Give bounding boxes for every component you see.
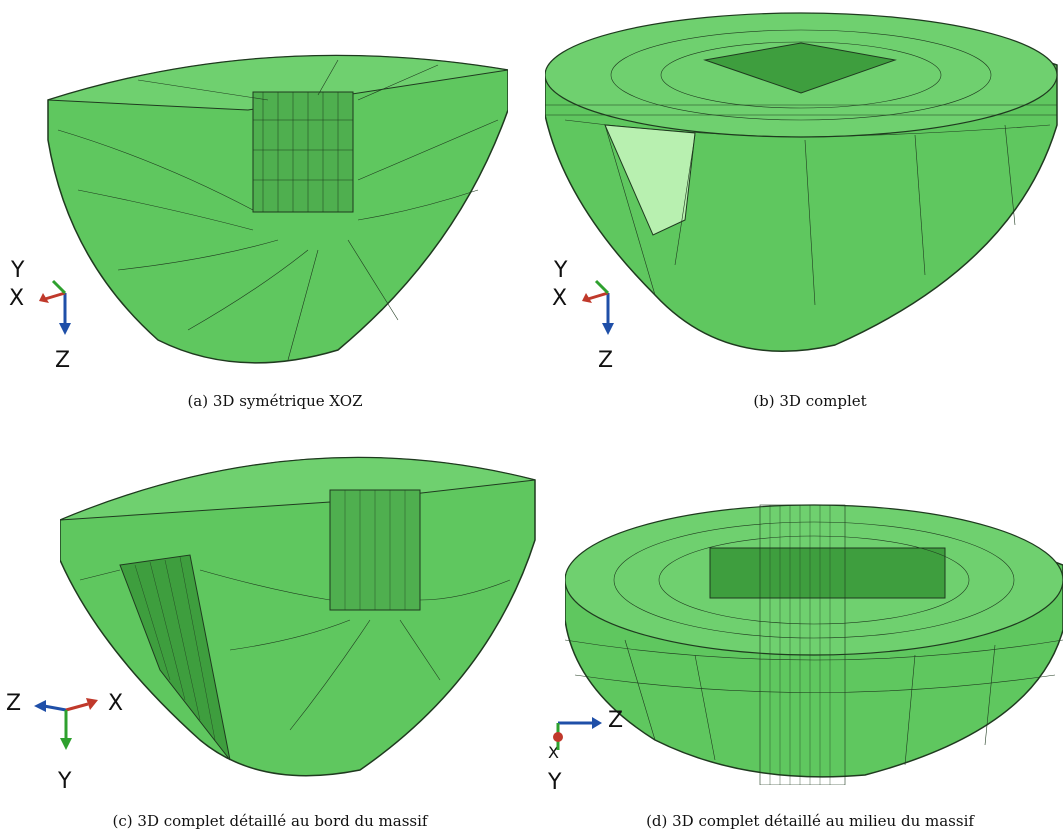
mesh-d	[565, 504, 1063, 785]
axis-triad-a: Y X Z	[5, 255, 95, 370]
axis-triad-c: Z X Y	[0, 680, 140, 792]
mesh-a	[47, 54, 508, 364]
figure-b	[545, 5, 1060, 370]
caption-d: (d) 3D complet détaillé au milieu du mas…	[646, 812, 974, 830]
axis-label-z: Z	[608, 708, 623, 733]
axis-label-y: Y	[57, 769, 72, 792]
axis-label-z: Z	[55, 348, 70, 370]
figure-c	[60, 450, 540, 790]
axis-triad-b: Y X Z	[548, 255, 638, 370]
axis-label-x: X	[9, 286, 24, 311]
axis-label-x: X	[548, 743, 559, 762]
axis-label-y: Y	[10, 258, 25, 283]
axis-label-x: X	[552, 286, 567, 311]
axis-triad-d: Z X Y	[540, 695, 650, 795]
axis-label-z: Z	[598, 348, 613, 370]
mesh-b	[545, 12, 1058, 352]
figure-a	[38, 40, 508, 370]
axis-label-z: Z	[6, 691, 21, 716]
caption-a: (a) 3D symétrique XOZ	[187, 392, 363, 410]
axis-label-y: Y	[553, 258, 568, 283]
caption-c: (c) 3D complet détaillé au bord du massi…	[112, 812, 428, 830]
axis-label-y: Y	[547, 770, 562, 795]
mesh-c	[60, 456, 536, 777]
axis-label-x: X	[108, 691, 123, 716]
figure-d	[565, 490, 1063, 785]
caption-b: (b) 3D complet	[753, 392, 867, 410]
